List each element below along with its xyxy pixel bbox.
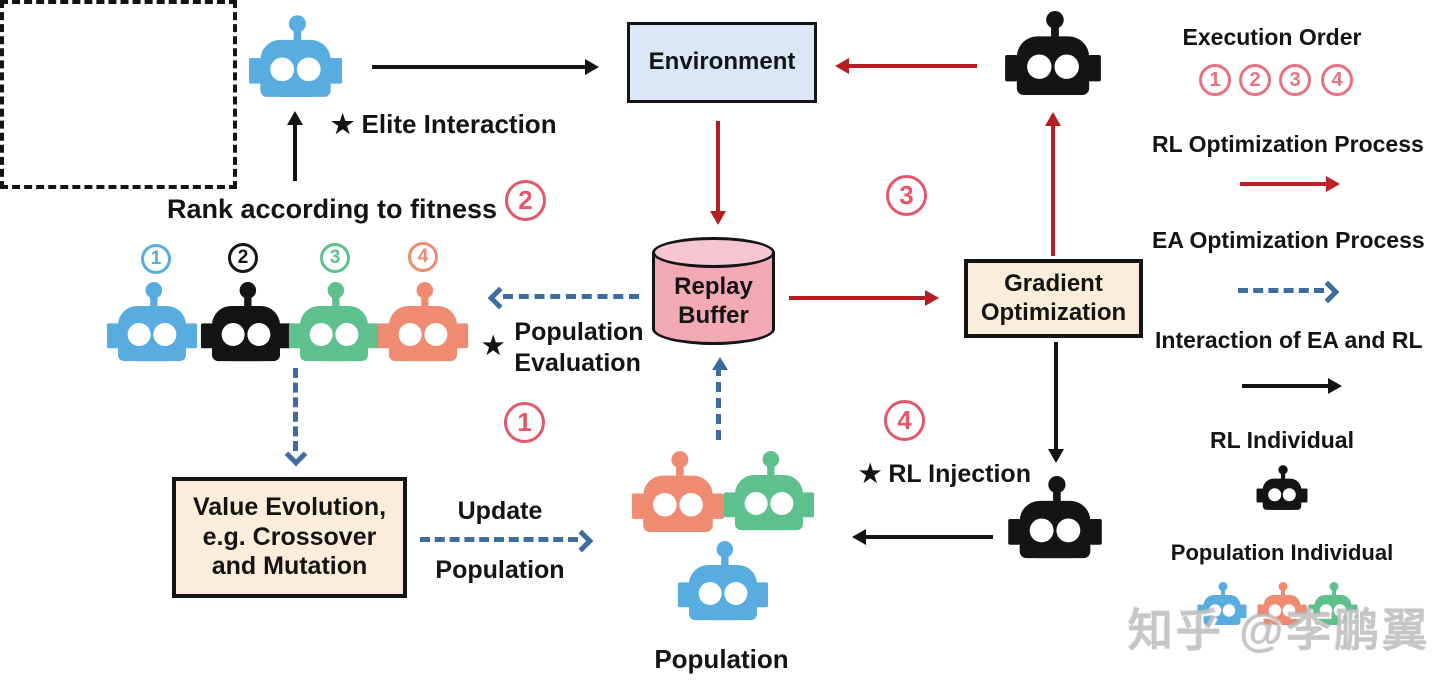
step-badge-2: 2 (505, 180, 546, 221)
rank-to-elite-arrow (293, 125, 297, 181)
step-badge-1: 1 (504, 402, 545, 443)
environment-to-buffer-arrow (716, 121, 720, 211)
elite-to-environment-arrow (372, 65, 585, 69)
buffer-to-gradient-arrow (789, 296, 925, 300)
rank-badge-3: 3 (320, 243, 350, 273)
legend-order-badge-1: 1 (1199, 64, 1231, 96)
population-box (0, 0, 237, 189)
population-robot-orange-icon (631, 451, 725, 534)
gradient-to-rl-bottom-arrow (1054, 342, 1058, 449)
ranked-robot-4-icon (377, 282, 469, 363)
legend-order-badge-4: 4 (1321, 64, 1353, 96)
legend-rl-process-arrow (1240, 182, 1326, 186)
rl-injection-label: ★ RL Injection (859, 460, 1031, 488)
rank-badge-2: 2 (228, 243, 258, 273)
legend-population-individual-label: Population Individual (1170, 540, 1394, 565)
population-to-buffer-arrow (711, 357, 728, 440)
buffer-to-population-evaluation-arrow (503, 294, 639, 299)
legend-order-badge-2: 2 (1239, 64, 1271, 96)
update-population-label: Population (435, 556, 565, 584)
rank-badge-1: 1 (141, 244, 171, 274)
elite-interaction-label: ★ Elite Interaction (331, 109, 557, 139)
ranked-robot-2-icon (200, 282, 292, 363)
ranked-robot-3-icon (288, 282, 380, 363)
legend-rl-individual-label: RL Individual (1210, 427, 1354, 453)
update-label: Update (457, 497, 543, 525)
population-evaluation-star-icon: ★ (482, 332, 505, 360)
legend-rl-individual-robot-icon (1256, 465, 1308, 511)
legend-ea-process-label: EA Optimization Process (1152, 227, 1425, 253)
population-robot-blue-icon (677, 541, 769, 622)
rl-bottom-to-population-arrow (866, 535, 993, 539)
legend-interaction-label: Interaction of EA and RL (1155, 327, 1423, 353)
rank-fitness-label: Rank according to fitness (167, 194, 498, 224)
legend-rl-process-label: RL Optimization Process (1152, 131, 1424, 157)
gradient-to-rl-agent-arrow (1051, 126, 1055, 256)
step-badge-3: 3 (886, 175, 927, 216)
replay-buffer-top (652, 237, 775, 268)
rl-agent-to-environment-arrow (849, 64, 977, 68)
value-to-population-arrow (420, 537, 578, 542)
legend-order-badge-3: 3 (1279, 64, 1311, 96)
legend-interaction-arrow (1242, 384, 1328, 388)
legend-ea-process-arrow (1238, 288, 1324, 293)
population-box-label: Population (654, 644, 789, 674)
environment-box: Environment (627, 22, 817, 103)
legend-execution-order-title: Execution Order (1182, 24, 1362, 50)
population-robot-green-icon (723, 451, 815, 532)
rank-to-value-evolution-arrow (293, 368, 298, 451)
rl-agent-top-robot-icon (1004, 11, 1102, 97)
elite-robot-icon (248, 15, 343, 99)
watermark: 知乎 @李鹏翼 (1128, 605, 1431, 656)
step-badge-4: 4 (884, 400, 925, 441)
rank-badge-4: 4 (408, 242, 438, 272)
ranked-robot-1-icon (106, 282, 198, 363)
